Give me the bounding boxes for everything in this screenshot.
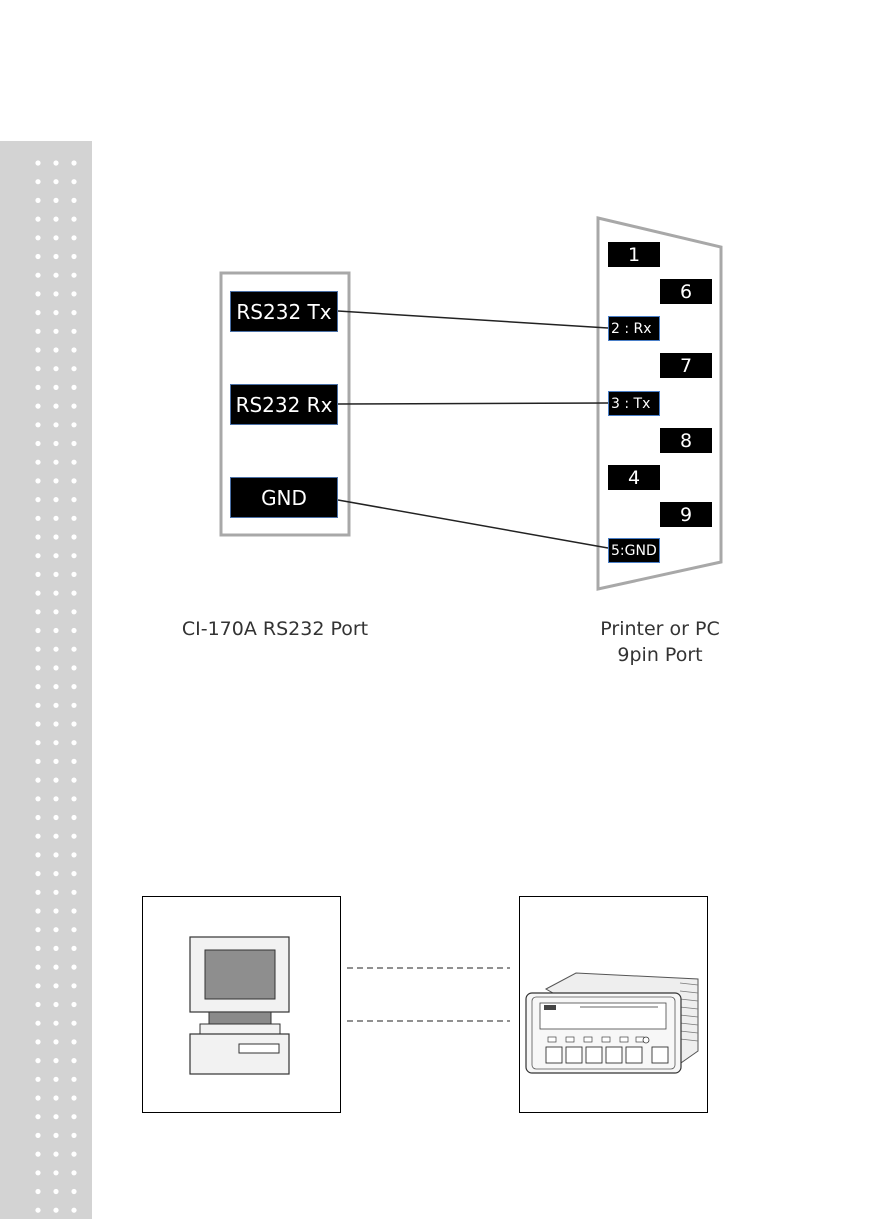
ci-rx-label-text: RS232 Rx (236, 393, 333, 417)
pin-5-label: 5:GND (608, 538, 660, 563)
pin-9-text: 9 (680, 504, 692, 526)
pc-illustration-frame (142, 896, 341, 1113)
pin-2-label: 2 : Rx (608, 316, 660, 341)
pin-6-label: 6 (660, 279, 712, 304)
wire-gnd-to-gnd (338, 500, 608, 548)
pin-2-text: 2 : Rx (611, 321, 652, 337)
pin-1-text: 1 (628, 244, 640, 266)
ci-gnd-label: GND (230, 477, 338, 518)
ci-rx-label: RS232 Rx (230, 384, 338, 425)
pin-9-label: 9 (660, 502, 712, 527)
pin-3-text: 3 : Tx (611, 396, 650, 412)
pin-4-label: 4 (608, 465, 660, 490)
ci-tx-label: RS232 Tx (230, 291, 338, 332)
pin-4-text: 4 (628, 467, 640, 489)
pin-1-label: 1 (608, 242, 660, 267)
pin-3-label: 3 : Tx (608, 391, 660, 416)
pin-8-label: 8 (660, 428, 712, 453)
ci-tx-label-text: RS232 Tx (236, 300, 331, 324)
weighing-indicator-icon (520, 897, 709, 1114)
ci-port-caption: CI-170A RS232 Port (170, 616, 380, 642)
wire-tx-to-rx (338, 311, 608, 328)
pin-8-text: 8 (680, 430, 692, 452)
db9-caption-line-1: Printer or PC (580, 616, 740, 642)
wire-rx-to-tx (338, 403, 608, 404)
ci-gnd-label-text: GND (261, 486, 307, 510)
pin-7-text: 7 (680, 355, 692, 377)
indicator-illustration-frame (519, 896, 708, 1113)
computer-icon (143, 897, 342, 1114)
db9-port-caption: Printer or PC 9pin Port (580, 616, 740, 668)
pin-5-text: 5:GND (611, 543, 657, 559)
pin-6-text: 6 (680, 281, 692, 303)
pin-7-label: 7 (660, 353, 712, 378)
db9-caption-line-2: 9pin Port (580, 642, 740, 668)
